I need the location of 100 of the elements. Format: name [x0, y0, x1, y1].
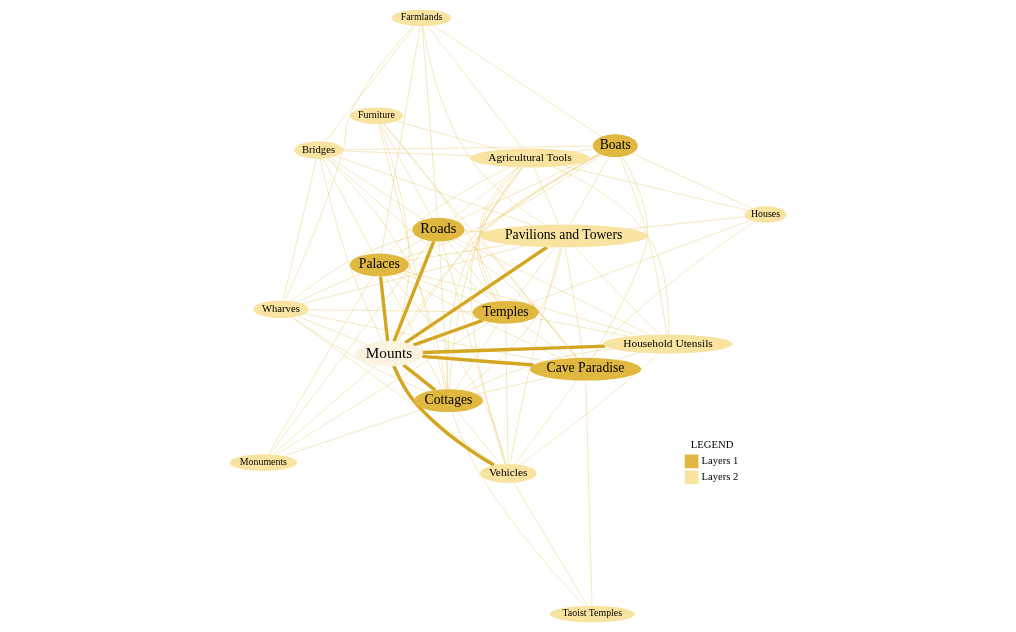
connector — [379, 123, 410, 342]
connector — [433, 25, 602, 137]
connector — [513, 482, 588, 606]
connector — [326, 158, 447, 390]
node-ellipse: Cottages — [414, 389, 483, 412]
connector — [335, 156, 534, 226]
connector — [275, 322, 490, 456]
connector — [619, 156, 667, 335]
connector — [268, 275, 374, 455]
connector — [381, 26, 421, 254]
node-ellipse: Houses — [744, 206, 787, 223]
connector — [462, 247, 562, 391]
connector — [527, 220, 751, 305]
connector — [513, 247, 556, 302]
connector — [304, 313, 546, 362]
connector — [323, 158, 374, 254]
connector — [396, 121, 501, 150]
connector — [533, 167, 559, 225]
connector — [296, 273, 361, 303]
connector — [479, 167, 520, 302]
connector — [479, 167, 577, 359]
node-ellipse: Mounts — [355, 341, 423, 367]
connector — [476, 377, 549, 395]
connector — [570, 156, 610, 225]
node-ellipse: Furniture — [349, 107, 404, 124]
connector — [457, 411, 501, 465]
connector — [592, 221, 755, 359]
connector — [585, 380, 593, 606]
connector — [452, 411, 585, 606]
connector — [383, 123, 502, 302]
connector — [297, 316, 367, 345]
connector — [387, 166, 511, 255]
node-ellipse: Monuments — [229, 454, 298, 471]
connector — [406, 244, 510, 261]
connector — [282, 158, 317, 301]
node-ellipse: Farmlands — [391, 9, 452, 27]
legend-label: Layers 2 — [701, 470, 739, 482]
connector — [395, 238, 423, 256]
connector — [400, 272, 484, 305]
connector — [422, 26, 546, 226]
connector — [380, 123, 433, 219]
connector — [455, 323, 499, 390]
connector — [505, 323, 509, 465]
connector — [629, 216, 746, 230]
node-ellipse: Wharves — [253, 300, 309, 319]
connector — [422, 344, 606, 355]
node-ellipse: Cave Paradise — [529, 357, 642, 381]
connector — [591, 156, 648, 359]
connector — [455, 238, 650, 336]
connector — [269, 240, 431, 455]
connector — [308, 309, 473, 313]
connector — [330, 157, 424, 221]
connector — [342, 145, 593, 150]
connector — [427, 26, 523, 149]
connector — [402, 154, 602, 259]
node-ellipse: Palaces — [349, 253, 409, 277]
node-ellipse: Household Utensils — [603, 334, 733, 354]
node-ellipse: Temples — [472, 300, 539, 324]
connector — [447, 153, 600, 390]
connector — [565, 247, 584, 358]
connector — [422, 354, 534, 367]
connector — [477, 154, 601, 302]
connector — [272, 364, 376, 455]
connector — [448, 167, 523, 390]
node-ellipse: Boats — [592, 134, 638, 158]
connector — [447, 240, 497, 302]
connector — [378, 276, 390, 342]
node-ellipse: Bridges — [294, 141, 343, 159]
connector — [456, 153, 600, 222]
connector — [519, 322, 571, 359]
connector — [519, 353, 659, 465]
connector — [404, 245, 549, 345]
connector — [383, 123, 577, 359]
connector — [327, 158, 494, 302]
connector — [389, 275, 507, 465]
connector — [573, 148, 594, 152]
connector — [284, 25, 414, 301]
connector — [452, 239, 578, 359]
node-ellipse: Vehicles — [479, 463, 537, 483]
connector — [467, 348, 613, 392]
connector — [395, 274, 563, 359]
legend-label: Layers 1 — [701, 455, 739, 467]
connector — [509, 247, 561, 465]
connector — [402, 363, 437, 392]
connector — [342, 150, 472, 156]
node-ellipse: Taoist Temples — [549, 605, 635, 623]
connector — [292, 317, 427, 392]
connector — [378, 123, 446, 390]
connector — [283, 408, 425, 457]
connector — [384, 275, 443, 390]
connector — [451, 167, 519, 220]
connector — [562, 165, 748, 211]
connector — [325, 25, 416, 142]
connector — [470, 167, 522, 465]
connector — [396, 153, 600, 342]
node-ellipse: Pavilions and Towers — [480, 224, 648, 248]
connector — [290, 235, 416, 302]
connector — [397, 167, 524, 342]
connector — [302, 245, 526, 304]
connector — [403, 270, 640, 336]
